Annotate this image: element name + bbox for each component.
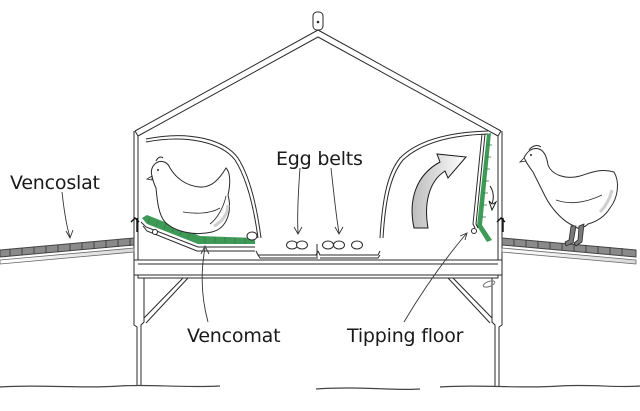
leader-egg-belt-left	[297, 167, 301, 234]
leader-tipping-floor	[403, 233, 467, 323]
right-slat-floor	[501, 237, 637, 265]
eggs-left-belt	[286, 240, 308, 250]
leader-vencoslat	[61, 191, 71, 238]
ground-lines	[0, 384, 640, 391]
support-frame	[133, 262, 503, 386]
eggs-right-belt	[322, 240, 363, 250]
left-nest-canopy	[145, 135, 262, 239]
right-hen-legs	[564, 223, 585, 247]
left-slat-floor	[0, 237, 135, 265]
right-hen	[518, 145, 618, 247]
label-vencomat: Vencomat	[187, 325, 281, 347]
egg-belts	[255, 244, 381, 259]
leader-egg-belt-right	[330, 167, 340, 234]
tipping-arrow	[411, 153, 468, 229]
roof-frame	[134, 29, 502, 137]
tipping-floor-mat	[471, 133, 498, 242]
leader-lines	[61, 167, 468, 323]
egg-on-vencomat	[246, 231, 258, 241]
leader-vencomat	[201, 247, 209, 323]
label-vencoslat: Vencoslat	[10, 172, 100, 194]
vencomat-mat	[140, 215, 255, 252]
label-tipping-floor: Tipping floor	[347, 325, 464, 347]
roof-ridge-cap	[312, 11, 324, 31]
label-egg-belts: Egg belts	[276, 148, 363, 170]
left-hen	[145, 156, 231, 235]
right-nest-canopy	[379, 130, 489, 239]
wall-brackets	[130, 217, 506, 232]
